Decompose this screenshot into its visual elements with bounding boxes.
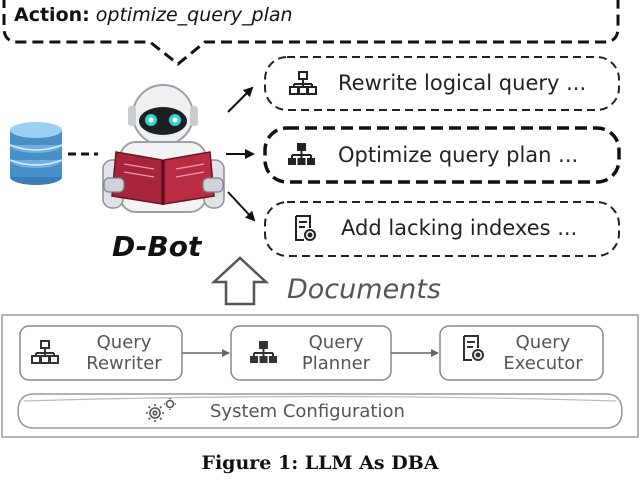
query-rewriter-label: Query Rewriter	[72, 332, 176, 374]
system-box	[1, 314, 639, 438]
system-configuration-label: System Configuration	[210, 401, 405, 422]
step-label-3: Add lacking indexes ...	[341, 216, 578, 240]
documents-arrow	[210, 256, 270, 306]
document-gear-icon	[463, 335, 484, 361]
step-label-2: Optimize query plan ...	[338, 143, 579, 167]
arrow-to-step-1	[227, 86, 254, 113]
component-line2: Rewriter	[86, 353, 162, 374]
gears-icon	[146, 398, 176, 422]
query-executor-box	[439, 325, 604, 381]
action-line: Action: optimize_query_plan	[14, 4, 293, 26]
query-executor-label: Query Executor	[490, 332, 596, 374]
hierarchy-icon	[31, 340, 59, 364]
action-label: Action:	[14, 4, 90, 26]
action-value: optimize_query_plan	[95, 4, 293, 26]
step-label-1: Rewrite logical query ...	[338, 71, 587, 95]
component-line1: Query	[96, 332, 152, 353]
step-box-2	[263, 126, 621, 184]
documents-label: Documents	[287, 274, 441, 305]
speech-bubble	[2, 0, 620, 66]
robot-icon	[102, 84, 225, 213]
figure-caption: Figure 1: LLM As DBA	[201, 452, 439, 474]
document-gear-icon	[295, 215, 316, 241]
query-planner-label: Query Planner	[284, 332, 388, 374]
database-icon	[9, 122, 63, 185]
component-line2: Executor	[503, 353, 583, 374]
hierarchy-icon	[250, 341, 277, 363]
component-line1: Query	[515, 332, 571, 353]
component-line1: Query	[308, 332, 364, 353]
component-line2: Planner	[301, 353, 371, 374]
arrow-to-step-3	[227, 191, 256, 222]
hierarchy-icon	[289, 71, 317, 95]
hierarchy-icon	[288, 143, 315, 165]
agent-name: D-Bot	[112, 230, 202, 263]
system-configuration-band	[17, 393, 623, 429]
